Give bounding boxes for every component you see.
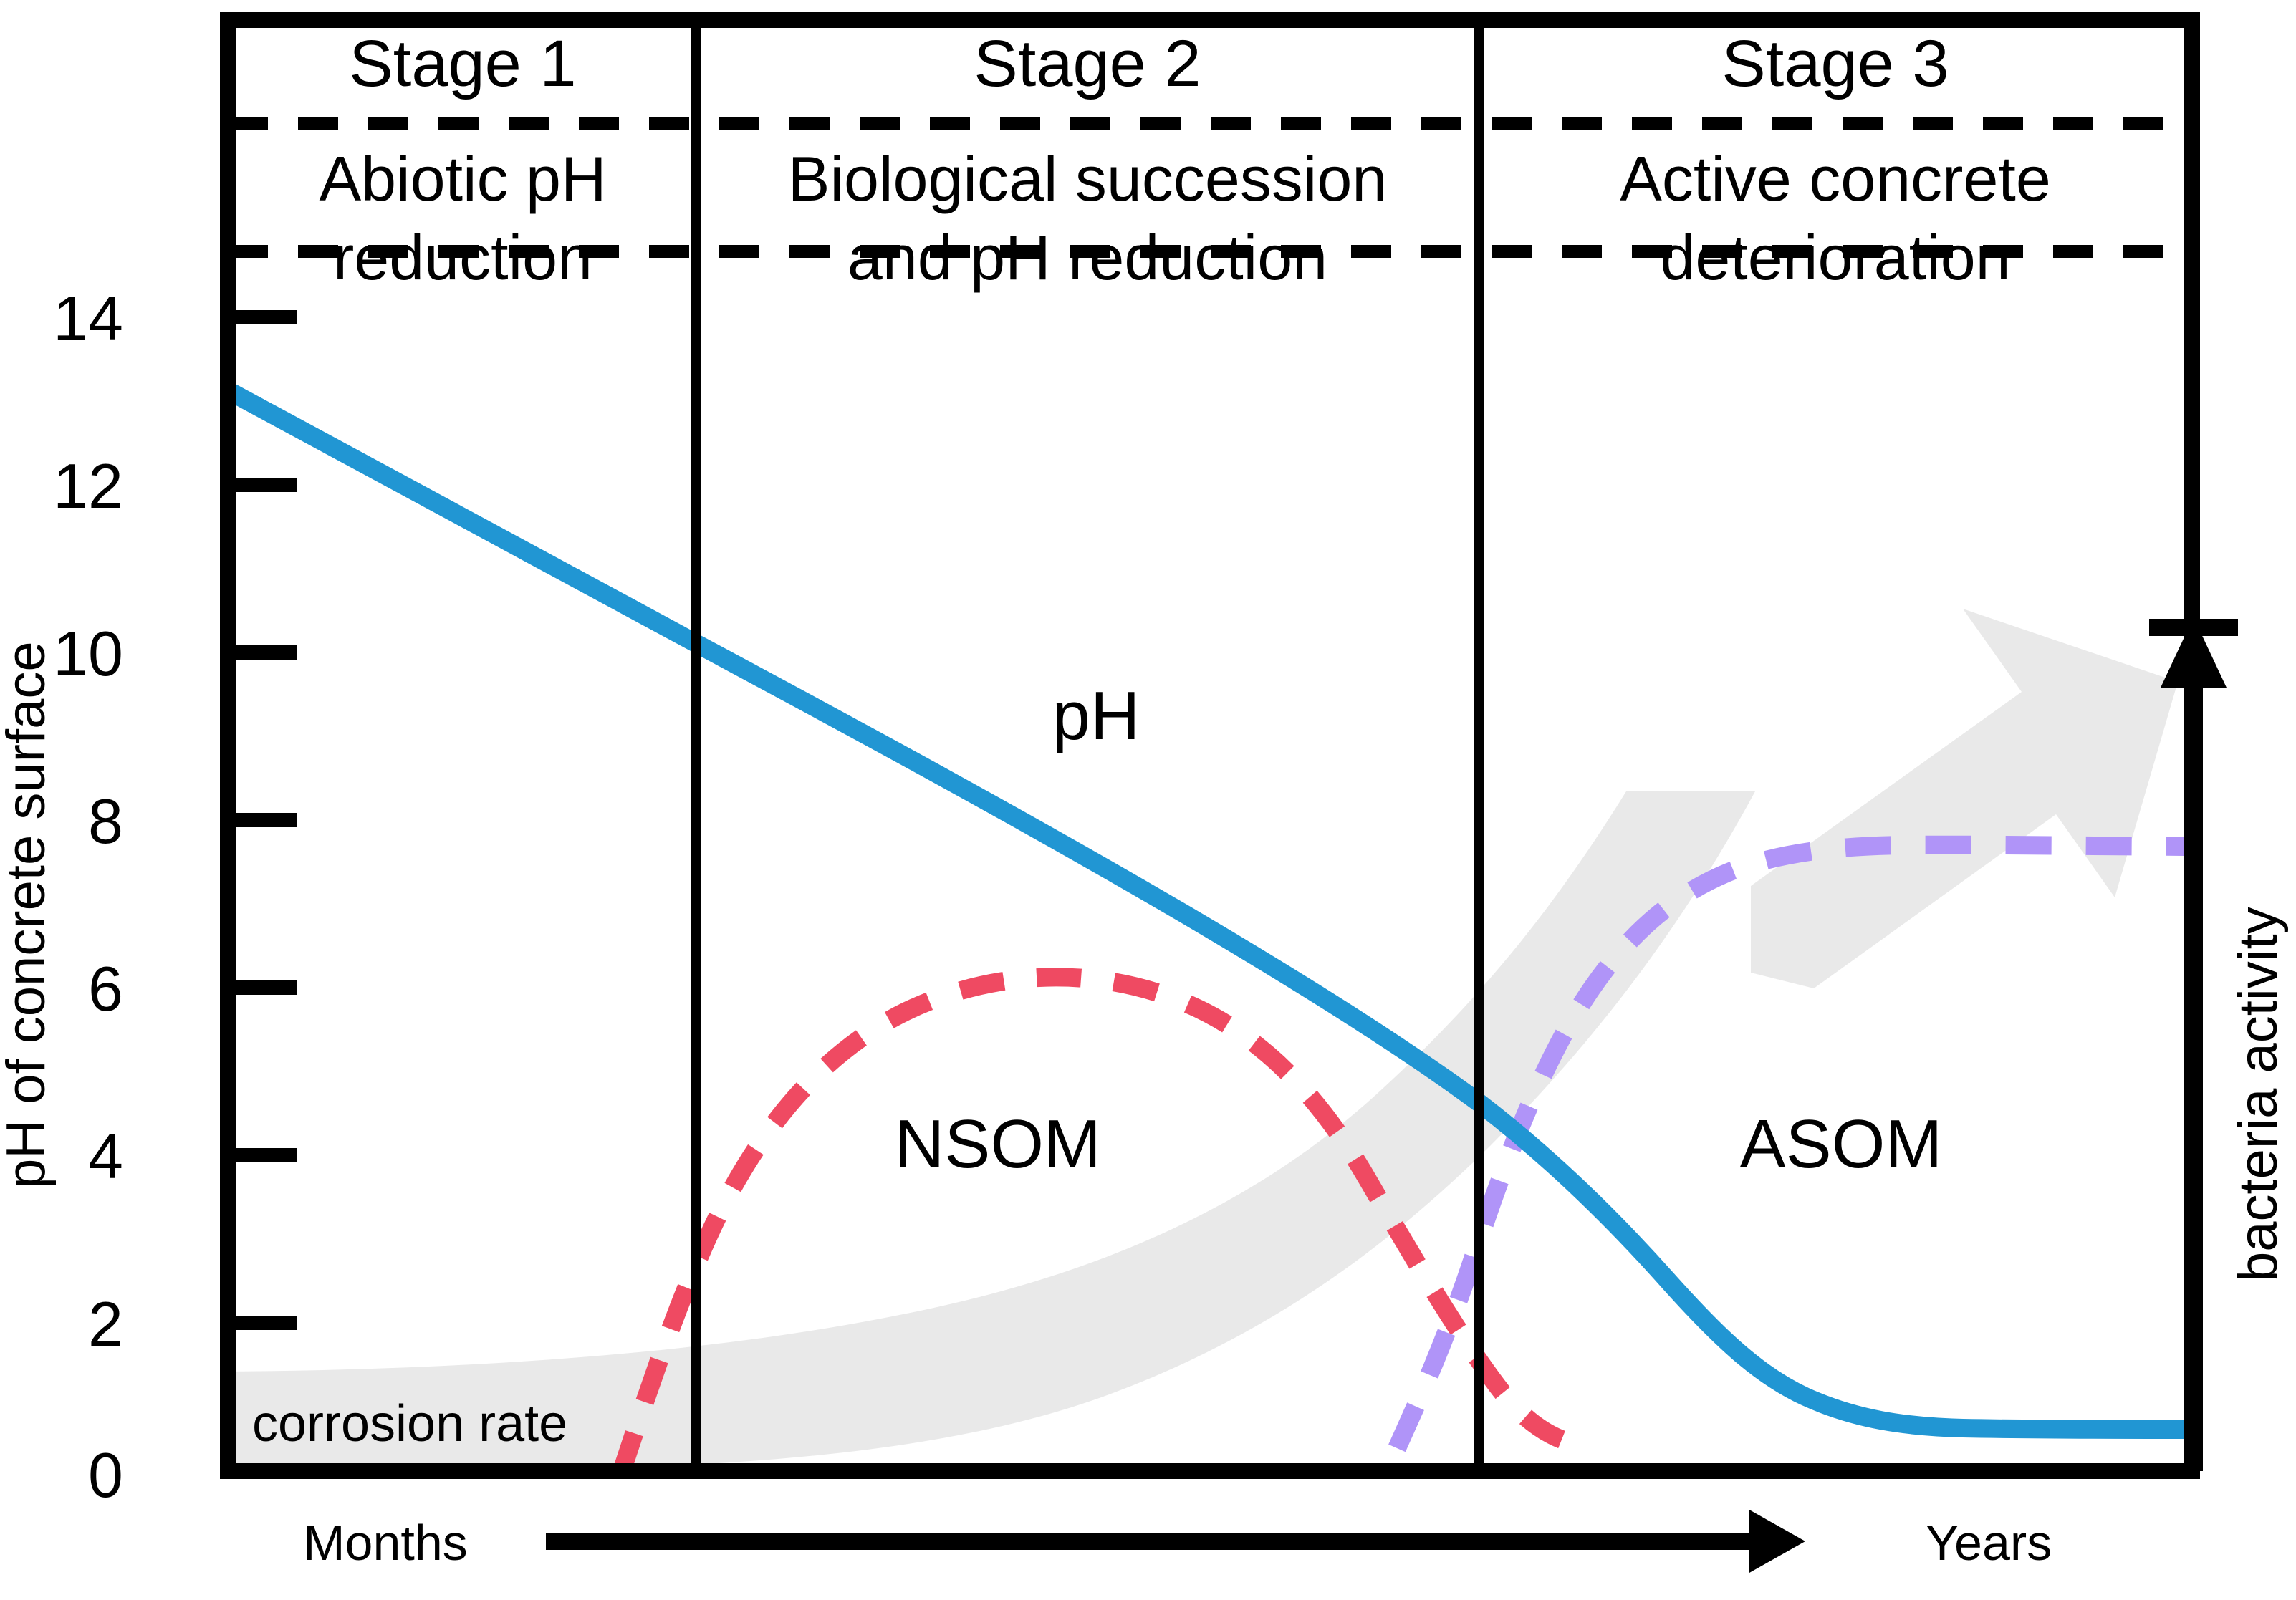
stage-descriptions: Abiotic pH reduction Biological successi… bbox=[319, 143, 2050, 293]
ph-curve-label: pH bbox=[1052, 678, 1140, 754]
header-dashed-separators bbox=[228, 117, 2192, 258]
corrosion-rate-band bbox=[228, 791, 1755, 1471]
stage-3-title: Stage 3 bbox=[1721, 27, 1949, 100]
stage-2-title: Stage 2 bbox=[974, 27, 1201, 100]
x-axis-start-label: Months bbox=[303, 1515, 468, 1571]
ytick-label-4: 4 bbox=[88, 1121, 123, 1192]
ph-curve bbox=[228, 381, 2192, 1439]
stage-2-desc-line2: and pH reduction bbox=[847, 222, 1327, 293]
y-axis-tick-labels: 14 12 10 8 6 4 2 0 bbox=[53, 283, 123, 1510]
ph-curve-group bbox=[228, 381, 2192, 1439]
corrosion-rate-band-group bbox=[228, 791, 1755, 1471]
nsom-curve-label: NSOM bbox=[895, 1106, 1101, 1182]
stage-3-desc-line2: deterioration bbox=[1660, 222, 2010, 293]
y-axis-title: pH of concrete surface bbox=[0, 641, 57, 1189]
time-axis-arrow-group bbox=[546, 1510, 1805, 1573]
corrosion-rate-label: corrosion rate bbox=[252, 1395, 567, 1452]
ytick-label-8: 8 bbox=[88, 786, 123, 857]
asom-curve-label: ASOM bbox=[1740, 1106, 1943, 1182]
gray-trend-arrow bbox=[1751, 609, 2178, 988]
y-axis-ticks bbox=[236, 310, 297, 1330]
nsom-curve bbox=[612, 968, 1566, 1471]
ytick-label-10: 10 bbox=[53, 618, 123, 689]
stage-1-desc-line1: Abiotic pH bbox=[319, 143, 606, 214]
asom-curve-group bbox=[1388, 835, 2189, 1452]
nsom-curve-group bbox=[612, 968, 1566, 1471]
stage-divider-lines bbox=[691, 28, 1484, 1463]
bacteria-activity-axis bbox=[2149, 617, 2238, 1471]
ytick-label-0: 0 bbox=[88, 1440, 123, 1510]
bacteria-activity-arrowhead bbox=[2161, 617, 2227, 688]
stage-2-desc-line1: Biological succession bbox=[788, 143, 1387, 214]
right-axis-title: bacteria activity bbox=[2228, 907, 2289, 1282]
x-axis-end-label: Years bbox=[1926, 1515, 2052, 1571]
ytick-label-14: 14 bbox=[53, 283, 123, 354]
stage-headers: Stage 1 Stage 2 Stage 3 bbox=[349, 27, 1949, 100]
stage-1-title: Stage 1 bbox=[349, 27, 576, 100]
ytick-label-6: 6 bbox=[88, 953, 123, 1024]
ytick-label-12: 12 bbox=[53, 450, 123, 521]
asom-curve bbox=[1388, 835, 2189, 1452]
time-axis-arrowhead bbox=[1749, 1510, 1805, 1573]
bacteria-activity-arrow-group bbox=[1751, 609, 2178, 988]
ytick-label-2: 2 bbox=[88, 1288, 123, 1359]
stage-3-desc-line1: Active concrete bbox=[1620, 143, 2051, 214]
stage-1-desc-line2: reduction bbox=[333, 222, 592, 293]
